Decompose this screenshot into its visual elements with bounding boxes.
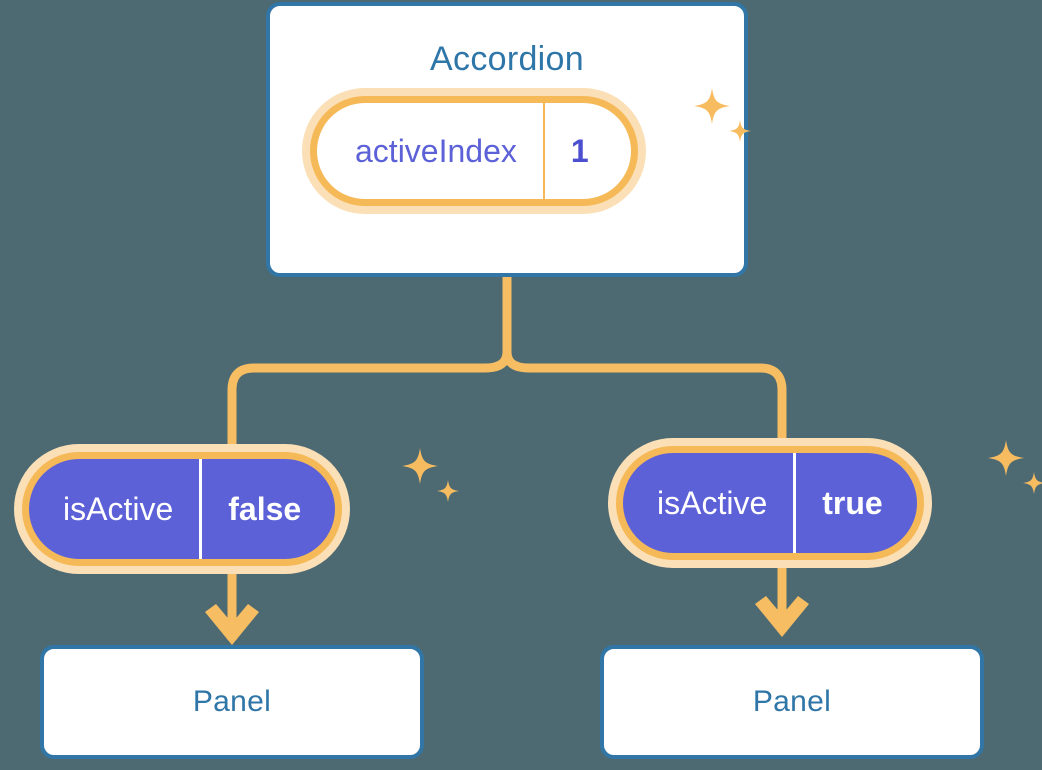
accordion-card-title: Accordion (430, 40, 584, 78)
state-pill-key: activeIndex (317, 103, 545, 199)
state-pill: activeIndex 1 (310, 96, 638, 206)
state-pill-key: isActive (623, 453, 797, 553)
state-pill-value: 1 (570, 133, 589, 169)
panel-card-title: Panel (752, 685, 832, 718)
state-pill-value: true (822, 485, 883, 521)
state-pill-value: false (228, 491, 302, 527)
state-pill-is-active-right[interactable]: isActive true (616, 446, 924, 560)
state-pill-active-index[interactable]: activeIndex 1 (310, 96, 638, 206)
state-pill: isActive true (616, 446, 924, 560)
panel-card-left[interactable]: Panel (40, 645, 424, 759)
panel-card-right[interactable]: Panel (600, 645, 984, 759)
panel-card-title: Panel (192, 685, 272, 718)
connector-branch-right (502, 351, 787, 470)
state-pill: isActive false (22, 452, 343, 566)
state-pill-key: isActive (29, 459, 203, 559)
arrow-down-icon-left (205, 604, 259, 645)
state-pill-is-active-left[interactable]: isActive false (22, 452, 343, 566)
arrow-heads (205, 596, 809, 645)
arrow-down-icon-right (755, 596, 809, 637)
